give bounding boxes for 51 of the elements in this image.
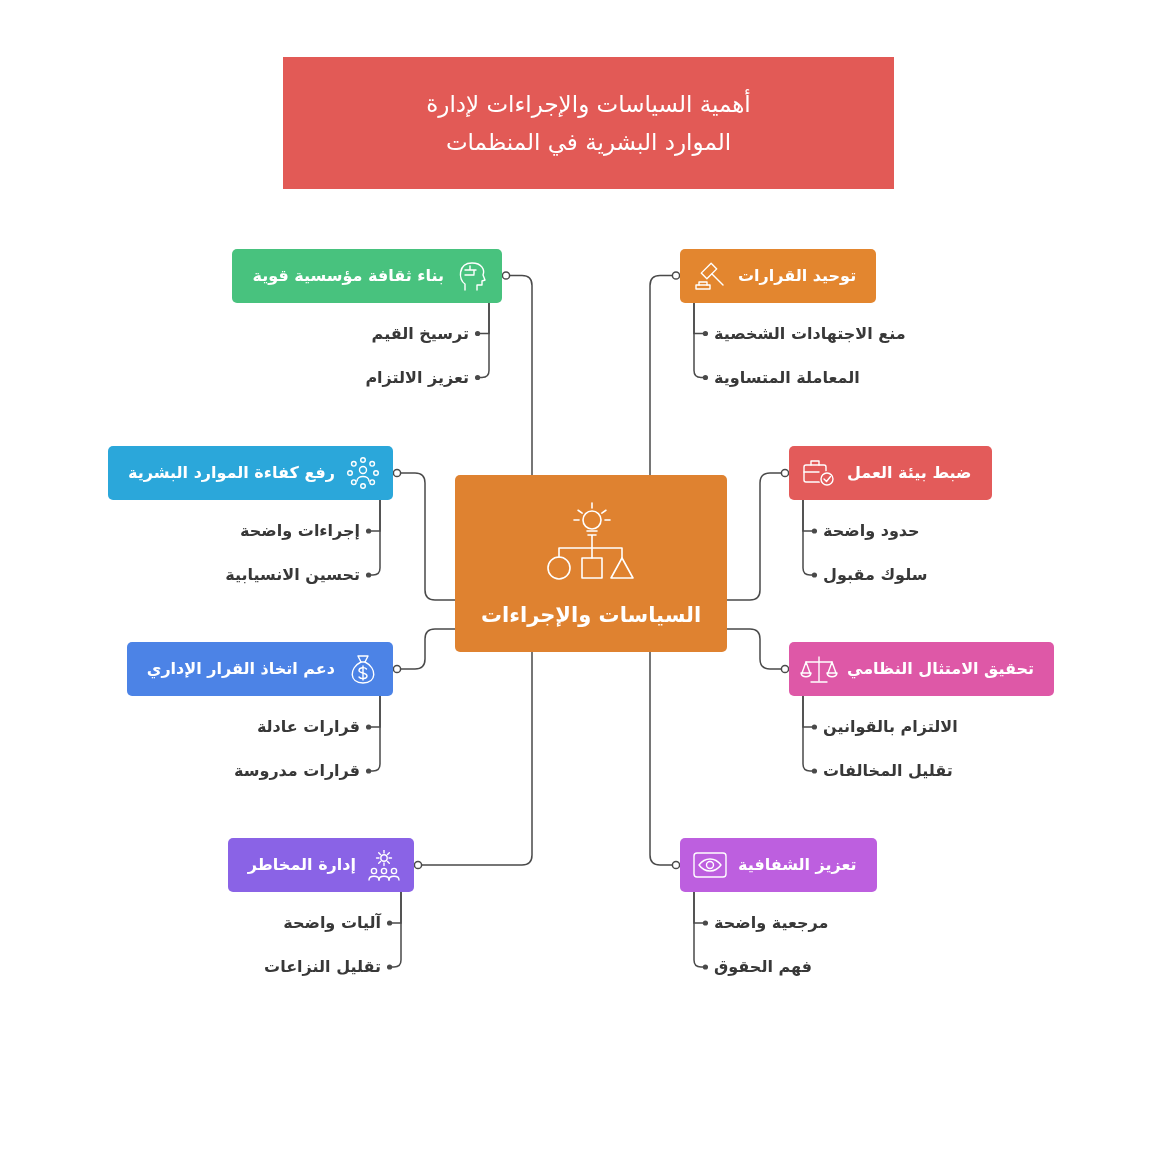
connector	[365, 695, 381, 774]
category-box	[232, 248, 502, 303]
title-banner: أهمية السياسات والإجراءات لإدارة الموارد البشرية في المنظمات	[283, 57, 894, 189]
box-label: ضبط بيئة العمل	[847, 463, 972, 483]
connector	[726, 628, 790, 674]
connector	[501, 271, 533, 476]
box-label: السياسات والإجراءات	[480, 602, 702, 628]
branch-label: إجراءات واضحة	[234, 519, 366, 543]
category-box	[108, 446, 393, 500]
connector	[693, 301, 709, 381]
branch-label: تعزيز الالتزام	[359, 365, 475, 390]
branch-label: آليات واضحة	[277, 911, 387, 935]
category-box	[227, 838, 414, 892]
category-box	[789, 446, 992, 500]
box-label: بناء ثقافة مؤسسية قوية	[252, 265, 444, 286]
connector	[802, 695, 818, 774]
category-box	[680, 838, 877, 892]
box-label: إدارة المخاطر	[247, 855, 356, 875]
category-box	[126, 642, 393, 696]
box-label: تعزيز الشفافية	[738, 855, 857, 875]
branch-label: الالتزام بالقوانين	[817, 715, 964, 739]
connector	[726, 468, 790, 601]
connector	[802, 499, 818, 578]
box-label: دعم اتخاذ القرار الإداري	[146, 659, 335, 679]
connector	[386, 891, 402, 970]
connector	[649, 651, 681, 870]
box-label: رفع كفاءة الموارد البشرية	[128, 463, 335, 483]
box-label: تحقيق الامتثال النظامي	[847, 659, 1035, 679]
connector	[474, 301, 490, 381]
branch-label: سلوك مقبول	[817, 563, 934, 587]
connector	[693, 891, 709, 970]
connector	[365, 499, 381, 578]
branch-label: تقليل النزاعات	[258, 955, 387, 979]
category-box	[789, 642, 1055, 696]
branch-label: المعاملة المتساوية	[708, 365, 866, 390]
branch-label: حدود واضحة	[817, 519, 926, 543]
branch-label: تحسين الانسيابية	[219, 563, 366, 587]
branch-label: قرارات مدروسة	[228, 759, 366, 783]
connector	[392, 468, 456, 601]
branch-label: فهم الحقوق	[708, 955, 819, 979]
branch-label: ترسيخ القيم	[365, 321, 475, 346]
branch-label: قرارات عادلة	[250, 715, 366, 739]
branch-label: تقليل المخالفات	[817, 759, 959, 783]
branch-label: منع الاجتهادات الشخصية	[708, 321, 912, 346]
box-label: توحيد القرارات	[738, 265, 857, 286]
branch-label: مرجعية واضحة	[708, 911, 835, 935]
connector	[392, 628, 456, 674]
connector	[413, 651, 533, 870]
category-box	[680, 248, 877, 303]
center-box	[455, 475, 727, 652]
connector	[649, 271, 681, 476]
